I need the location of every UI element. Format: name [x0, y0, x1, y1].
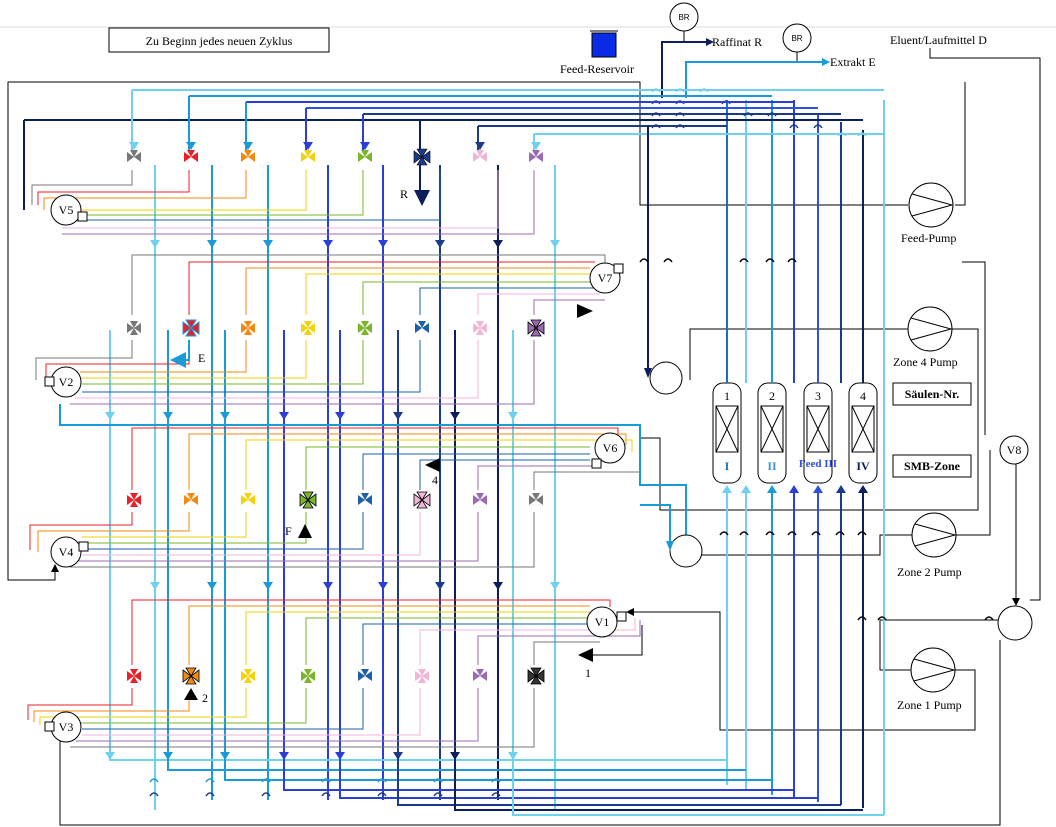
svg-text:V3: V3 — [59, 720, 74, 734]
port-4-arrow — [425, 458, 440, 472]
port-2-arrow — [184, 688, 198, 700]
top-header-lines — [23, 89, 884, 210]
extract-label: Extrakt E — [830, 55, 876, 69]
svg-text:V1: V1 — [595, 615, 610, 629]
feed-pump: Feed-Pump — [901, 182, 956, 245]
valve-row-4 — [127, 667, 545, 685]
zone2-pump: Zone 2 Pump — [897, 512, 962, 579]
column-3: 3 Feed III — [799, 382, 837, 484]
valve-row-3 — [127, 491, 543, 509]
svg-text:4: 4 — [860, 389, 866, 403]
title-box: Zu Beginn jedes neuen Zyklus — [108, 27, 330, 53]
svg-text:V6: V6 — [603, 441, 618, 455]
raffinate-port-arrow — [414, 190, 430, 206]
svg-text:Feed III: Feed III — [799, 458, 837, 470]
crossing-humps — [149, 88, 994, 797]
mixer-extract — [669, 534, 703, 568]
zone1-pump: Zone 1 Pump — [897, 647, 962, 712]
svg-text:3: 3 — [815, 389, 821, 403]
svg-text:BR: BR — [791, 34, 802, 43]
br-gauge-raffinate: BR — [669, 2, 699, 42]
valve-signal-lines — [27, 170, 641, 748]
feed-reservoir: Feed-Reservoir — [560, 30, 634, 76]
valve-v7: V7 — [589, 262, 624, 294]
svg-text:V2: V2 — [59, 375, 74, 389]
svg-text:IV: IV — [856, 459, 870, 473]
svg-text:Säulen-Nr.: Säulen-Nr. — [905, 387, 960, 401]
valve-row-1 — [127, 148, 543, 166]
port-label-e: E — [198, 351, 205, 365]
port-label-r: R — [400, 187, 408, 201]
zone4-pump: Zone 4 Pump — [893, 306, 958, 369]
valve-v3: V3 — [44, 711, 82, 743]
valve-v6: V6 — [591, 432, 626, 469]
valve-drop-lines — [109, 90, 884, 816]
extract-port-arrow — [170, 352, 186, 368]
port-label-1: 1 — [585, 666, 591, 680]
br-gauge-extract: BR — [782, 23, 812, 62]
mixer-raffinate — [649, 361, 683, 395]
port-label-f: F — [285, 524, 292, 538]
mixer-bottom — [997, 605, 1033, 641]
svg-text:BR: BR — [678, 13, 689, 22]
valve-v1: V1 — [586, 606, 627, 638]
v7-arrow — [577, 304, 593, 318]
main-vertical-lines — [726, 100, 885, 815]
valve-v8: V8 — [999, 435, 1029, 465]
valve-v4: V4 — [50, 536, 89, 568]
zone1-pump-label: Zone 1 Pump — [897, 698, 962, 712]
zone2-pump-label: Zone 2 Pump — [897, 565, 962, 579]
column-nr-legend: Säulen-Nr. — [892, 382, 972, 406]
feed-port-arrow — [298, 524, 312, 538]
svg-text:1: 1 — [724, 389, 730, 403]
column-1: 1 I — [712, 382, 742, 484]
svg-text:II: II — [767, 459, 777, 473]
port-label-4: 4 — [432, 473, 438, 487]
flow-arrows — [105, 142, 560, 760]
valve-v5: V5 — [50, 194, 88, 226]
title-text: Zu Beginn jedes neuen Zyklus — [146, 34, 293, 48]
svg-text:I: I — [725, 459, 730, 473]
feed-reservoir-label: Feed-Reservoir — [560, 62, 634, 76]
port-1-arrow — [578, 648, 593, 662]
column-4: 4 IV — [848, 382, 878, 484]
eluent-label: Eluent/Laufmittel D — [890, 33, 987, 47]
feed-pump-label: Feed-Pump — [901, 231, 956, 245]
svg-text:V8: V8 — [1007, 443, 1022, 457]
svg-text:V4: V4 — [59, 545, 74, 559]
zone4-pump-label: Zone 4 Pump — [893, 355, 958, 369]
port-label-2: 2 — [202, 691, 208, 705]
smb-zone-legend: SMB-Zone — [892, 454, 972, 478]
svg-text:2: 2 — [769, 389, 775, 403]
valve-row-2 — [127, 319, 545, 337]
svg-text:V5: V5 — [59, 203, 74, 217]
svg-text:V7: V7 — [598, 271, 613, 285]
valve-v2: V2 — [44, 366, 82, 398]
column-inlet-arrows — [722, 485, 868, 493]
svg-text:SMB-Zone: SMB-Zone — [904, 459, 961, 473]
raffinate-label: Raffinat R — [712, 35, 762, 49]
column-2: 2 II — [757, 382, 787, 484]
columns: 1 I 2 II 3 Feed III 4 IV — [712, 382, 878, 484]
